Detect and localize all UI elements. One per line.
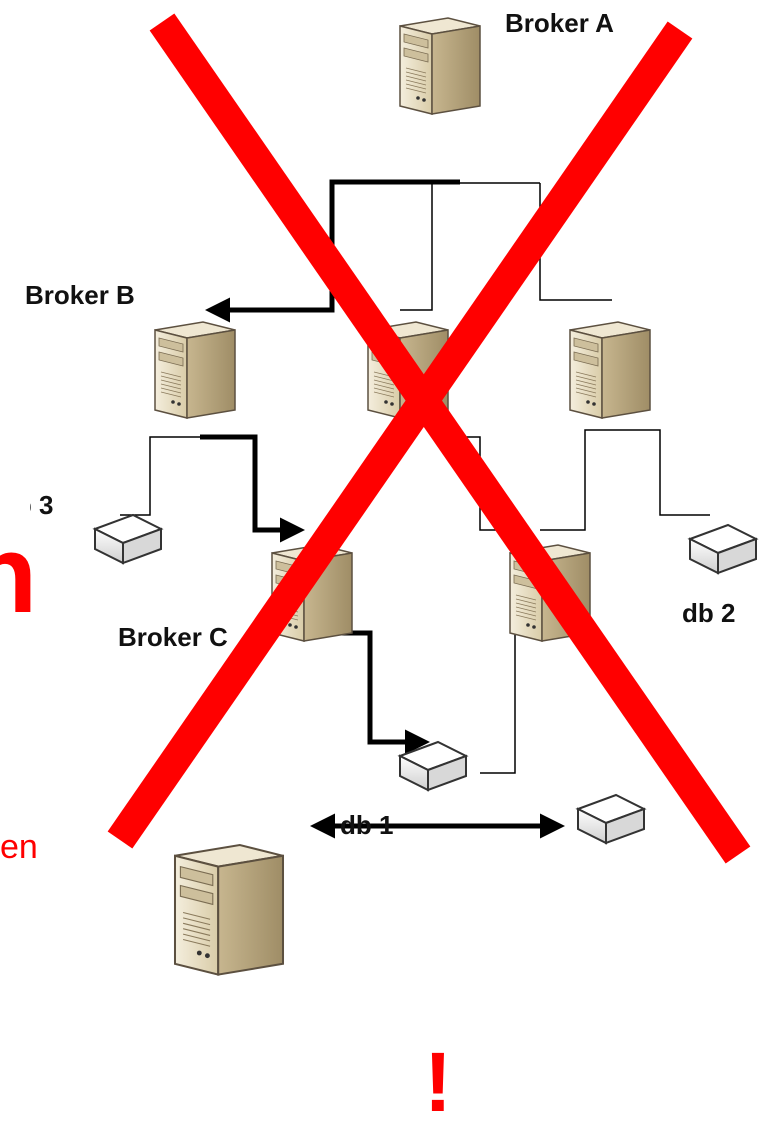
- label-broker-b: Broker B: [25, 280, 135, 310]
- label-db3: db 3: [0, 490, 54, 520]
- database-icon-bottom: [577, 794, 645, 844]
- server-icon-right: [569, 321, 651, 419]
- label-db2: db 2: [682, 598, 736, 628]
- label-broker-a: Broker A: [505, 8, 614, 38]
- label-broker-c: Broker C: [118, 622, 228, 652]
- server-icon-bottom: [173, 843, 285, 976]
- cut-word: en: [0, 828, 38, 866]
- database-icon-db2: [689, 524, 757, 574]
- server-icon-broker-a: [399, 17, 481, 115]
- red-x-icon: [107, 13, 751, 864]
- server-icon-broker-b: [154, 321, 236, 419]
- database-icon-db3: [94, 514, 162, 564]
- exclamation-mark: !: [424, 1035, 452, 1129]
- label-db1: db 1: [340, 810, 394, 840]
- database-icon-db1: [399, 741, 467, 791]
- cut-letter: n: [0, 513, 38, 636]
